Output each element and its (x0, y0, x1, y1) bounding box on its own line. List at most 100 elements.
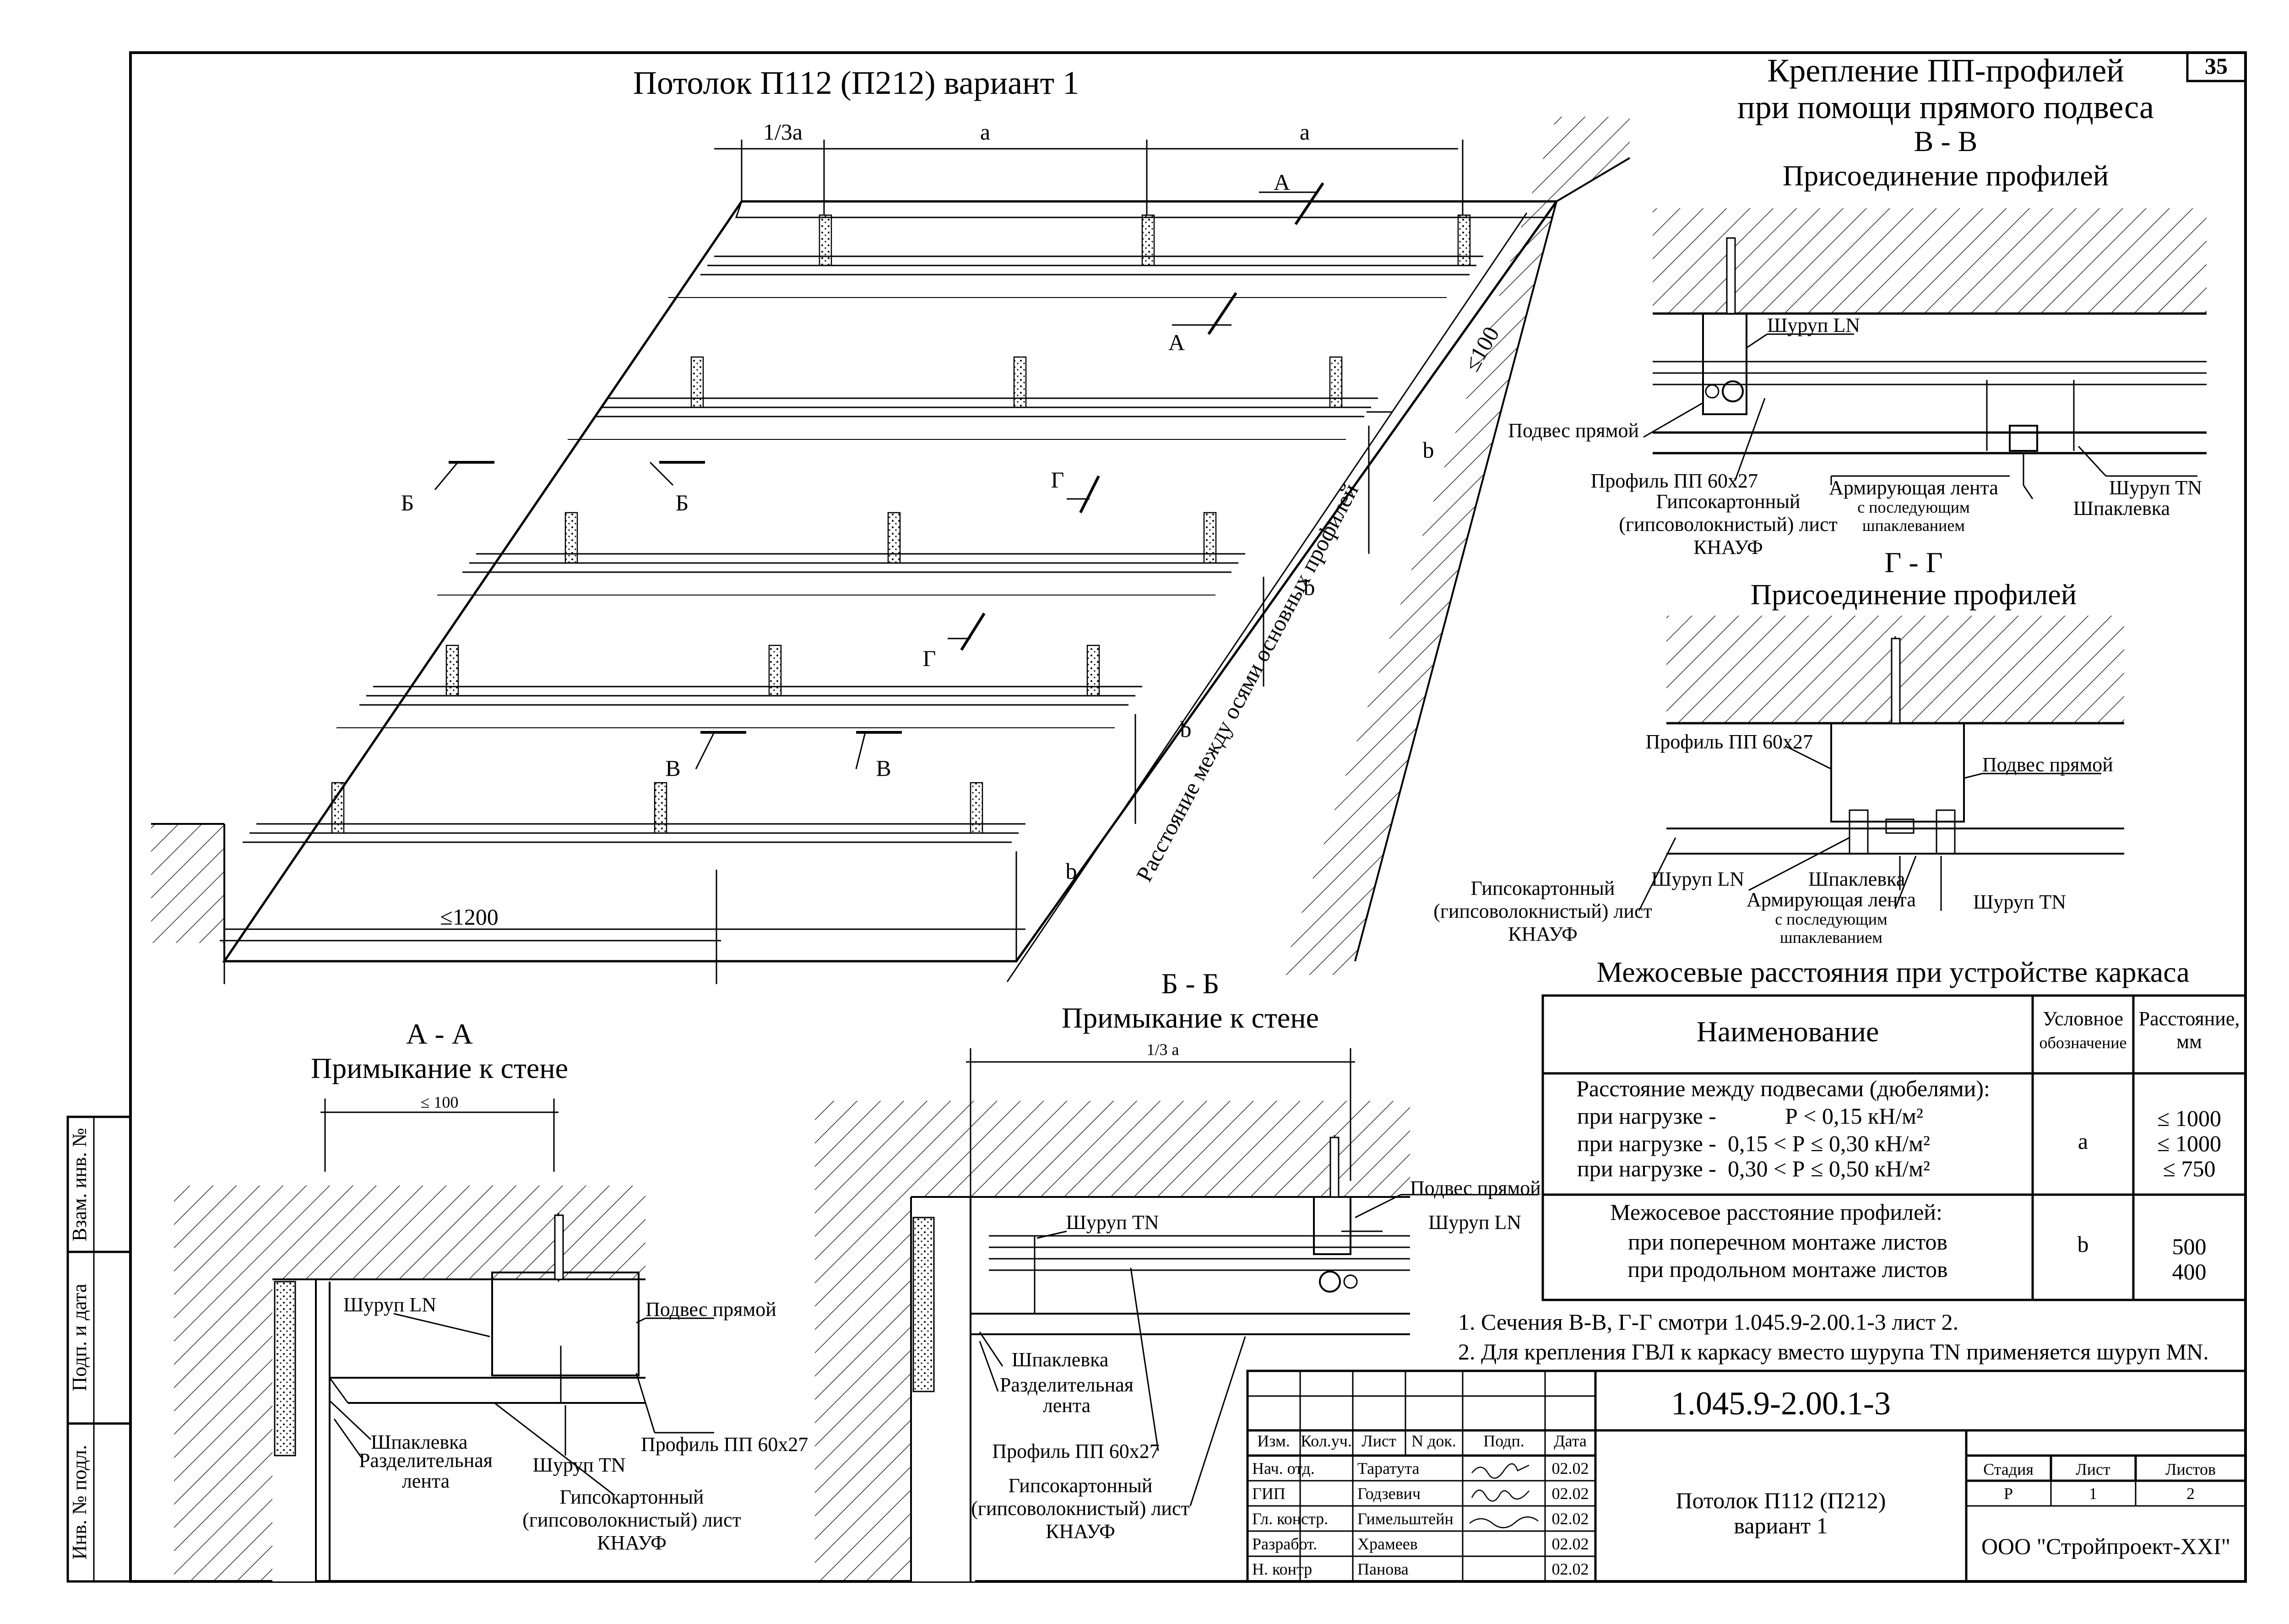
gg-screw-ln: Шуруп LN (1651, 868, 1744, 890)
aa-screw-tn: Шуруп TN (532, 1454, 625, 1476)
dim-le1200: ≤1200 (440, 904, 498, 930)
gg-board-2: (гипсоволокнистый) лист (1433, 900, 1652, 922)
name-4: Панова (1357, 1560, 1409, 1578)
section-cuts (434, 182, 1324, 769)
dim-b-4: b (1066, 858, 1077, 884)
fastening-title: Крепление ПП-профилей при помощи прямого… (1737, 52, 2154, 125)
vv-tape-2: с последующим (1857, 498, 1970, 516)
col-symbol-1: Условное (2043, 1007, 2123, 1030)
name-3: Храмеев (1357, 1535, 1418, 1553)
top-dimension (714, 140, 1464, 215)
section-gg-subtitle: Присоединение профилей (1751, 578, 2077, 611)
aa-board-3: КНАУФ (597, 1532, 667, 1554)
cut-a-label-1: А (1274, 169, 1290, 195)
dim-one-third-a: 1/3а (763, 119, 803, 145)
role-4: Н. контр (1252, 1560, 1312, 1578)
gg-hanger: Подвес прямой (1982, 753, 2113, 776)
role-3: Разработ. (1252, 1535, 1317, 1553)
right-dimension (1006, 212, 1528, 982)
title-block: 1.045.9-2.00.1-3 Изм. Кол.уч. Лист N док… (1246, 1370, 2247, 1583)
vv-screw-ln: Шуруп LN (1767, 314, 1860, 336)
date-4: 02.02 (1552, 1560, 1589, 1578)
aa-sep-tape-1: Разделительная (359, 1449, 493, 1472)
section-gg-title: Г - Г (1884, 546, 1942, 579)
cut-v-label-1: В (665, 755, 680, 781)
row1-symbol: а (2078, 1128, 2088, 1154)
vv-board-3: КНАУФ (1693, 536, 1763, 558)
notes: 1. Сечения В-В, Г-Г смотри 1.045.9-2.00.… (1458, 1309, 2209, 1364)
fastening-title-line2: при помощи прямого подвеса (1737, 89, 2154, 125)
section-aa: А - А Примыкание к стене ≤ 100 (174, 1018, 808, 1581)
name-0: Таратута (1357, 1459, 1420, 1478)
cut-b-label-1: Б (401, 490, 414, 515)
row1-l3: при нагрузке - 0,30 < Р ≤ 0,50 кН/м² (1577, 1156, 1930, 1181)
bb-board-1: Гипсокартонный (1009, 1474, 1153, 1497)
drawing-name-2: вариант 1 (1734, 1513, 1828, 1538)
aa-board-2: (гипсоволокнистый) лист (522, 1509, 741, 1531)
ceiling-profiles (243, 255, 1483, 843)
vv-filler: Шпаклевка (2073, 497, 2170, 520)
date-3: 02.02 (1552, 1535, 1589, 1553)
row2-v2: 400 (2172, 1259, 2207, 1284)
section-bb: Б - Б Примыкание к стене 1/3 а (815, 967, 1541, 1581)
dim-a-2: а (1300, 119, 1310, 145)
stamp-sign-date: Подп. и дата (68, 1283, 91, 1391)
hangers (331, 214, 1471, 834)
gg-board-3: КНАУФ (1508, 923, 1578, 945)
role-1: ГИП (1252, 1484, 1286, 1503)
sheet-value: 1 (2089, 1484, 2097, 1503)
aa-dim: ≤ 100 (421, 1093, 459, 1111)
cut-g-label-1: Г (1051, 467, 1064, 493)
doc-code: 1.045.9-2.00.1-3 (1671, 1385, 1891, 1422)
name-1: Годзевич (1357, 1484, 1421, 1503)
bb-filler: Шпаклевка (1012, 1348, 1108, 1371)
bb-dim: 1/3 а (1147, 1040, 1179, 1059)
note-2: 2. Для крепления ГВЛ к каркасу вместо шу… (1458, 1339, 2209, 1364)
gg-tape-1: Армирующая лента (1747, 888, 1916, 911)
name-2: Гимельштейн (1357, 1510, 1454, 1528)
bb-sep-tape-1: Разделительная (1000, 1374, 1134, 1396)
row2-l2: при продольном монтаже листов (1627, 1256, 1947, 1282)
aa-profile: Профиль ПП 60х27 (641, 1433, 808, 1456)
bb-hanger: Подвес прямой (1410, 1177, 1541, 1199)
right-wall-hatch (1282, 117, 1630, 975)
hdr-change: Изм. (1257, 1432, 1290, 1450)
stamp-original-inv: Инв. № подл. (68, 1445, 91, 1560)
spacing-table-title: Межосевые расстояния при устройстве карк… (1596, 956, 2190, 988)
note-1: 1. Сечения В-В, Г-Г смотри 1.045.9-2.00.… (1458, 1309, 1958, 1335)
section-gg: Г - Г Присоединение профилей Профиль ПП … (1433, 546, 2124, 947)
bottom-dimension (220, 870, 721, 984)
section-bb-subtitle: Примыкание к стене (1062, 1001, 1319, 1034)
sheets-value: 2 (2186, 1484, 2195, 1503)
stage-value: Р (2004, 1484, 2013, 1503)
ceiling-top-edge (735, 200, 1557, 218)
cut-g-label-2: Г (923, 645, 936, 671)
section-vv-title: В - В (1914, 125, 1978, 157)
gg-filler: Шпаклевка (1808, 868, 1905, 890)
fastening-title-line1: Крепление ПП-профилей (1767, 52, 2124, 89)
date-0: 02.02 (1552, 1459, 1589, 1478)
cut-v-label-2: В (876, 755, 891, 781)
section-bb-title: Б - Б (1161, 967, 1220, 1000)
date-2: 02.02 (1552, 1510, 1589, 1528)
sheet-frame: 35 (66, 51, 2247, 1583)
role-2: Гл. констр. (1252, 1510, 1328, 1528)
stage-label: Стадия (1983, 1460, 2034, 1478)
col-name: Наименование (1697, 1015, 1879, 1048)
bb-board-3: КНАУФ (1046, 1520, 1115, 1543)
vv-board-1: Гипсокартонный (1656, 490, 1801, 513)
row2-head: Межосевое расстояние профилей: (1610, 1199, 1942, 1225)
gg-tape-2: с последующим (1775, 910, 1888, 928)
bb-profile: Профиль ПП 60х27 (992, 1440, 1159, 1462)
aa-filler: Шпаклевка (371, 1431, 467, 1453)
role-0: Нач. отд. (1252, 1459, 1315, 1478)
sheet-label: Лист (2076, 1460, 2110, 1478)
section-vv-subtitle: Присоединение профилей (1783, 159, 2109, 192)
hdr-count: Кол.уч. (1301, 1432, 1352, 1450)
gg-board-1: Гипсокартонный (1471, 877, 1615, 899)
drawing-name-1: Потолок П112 (П212) (1676, 1488, 1886, 1513)
cut-b-label-2: Б (676, 490, 689, 515)
left-wall-hatch (151, 824, 224, 943)
vv-tape-1: Армирующая лента (1829, 476, 1998, 499)
